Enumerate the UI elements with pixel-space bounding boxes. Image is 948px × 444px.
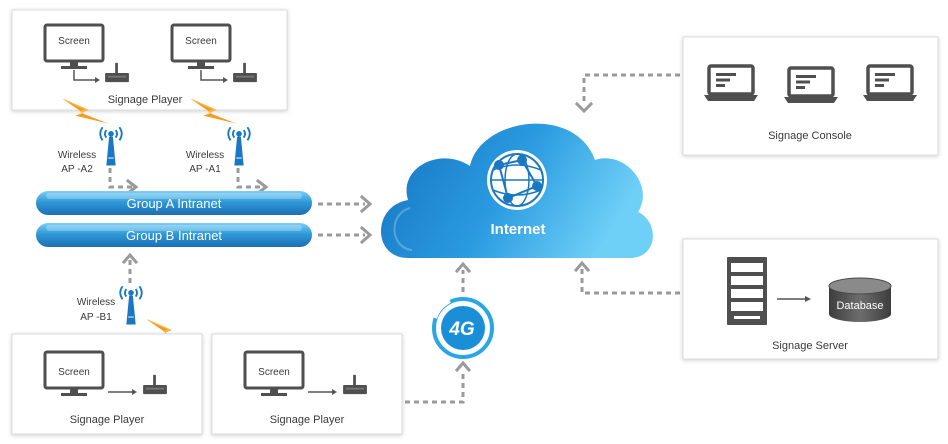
ap-a2-line2: AP -A2 — [61, 164, 93, 175]
ap-b1-line1: Wireless — [77, 297, 115, 308]
top-signage-player-panel: Screen Screen Signage Player — [11, 9, 288, 111]
antenna-icon — [227, 126, 251, 167]
connector-player-to-4g — [405, 370, 465, 404]
arrow-icon — [359, 194, 373, 214]
connector-server-to-internet — [580, 268, 680, 295]
laptop-icon — [703, 64, 759, 102]
connector-ap-a2 — [108, 168, 132, 189]
arrow-icon — [121, 252, 139, 265]
server-rack-icon — [727, 257, 767, 325]
arrow-icon — [359, 225, 373, 245]
signage-server-label: Signage Server — [772, 340, 848, 352]
screen-icon — [170, 23, 232, 71]
screen-label: Screen — [258, 367, 290, 378]
group-a-intranet-bar: Group A Intranet — [36, 191, 312, 215]
ap-a1-line1: Wireless — [186, 150, 224, 161]
screen-label: Screen — [58, 367, 90, 378]
bottom-right-signage-player-panel: Screen Signage Player — [211, 333, 403, 435]
antenna-icon — [99, 126, 123, 167]
screen-label: Screen — [58, 36, 90, 47]
ap-a1-line2: AP -A1 — [189, 164, 221, 175]
signage-console-panel: Signage Console — [682, 36, 939, 156]
signage-player-label: Signage Player — [108, 94, 183, 106]
arrow-icon — [454, 360, 472, 373]
signage-player-label: Signage Player — [270, 414, 345, 426]
group-b-intranet-label: Group B Intranet — [126, 228, 222, 243]
group-b-intranet-bar: Group B Intranet — [36, 223, 312, 247]
group-a-intranet-label: Group A Intranet — [127, 196, 222, 211]
signage-server-panel: Database Signage Server — [682, 238, 939, 360]
arrow-icon — [574, 101, 594, 114]
internet-label: Internet — [490, 221, 545, 238]
4g-badge: 4G — [432, 297, 494, 359]
ap-a2-line1: Wireless — [58, 150, 96, 161]
signage-player-label: Signage Player — [70, 414, 145, 426]
globe-icon — [487, 150, 547, 210]
database-icon: Database — [828, 277, 892, 322]
ap-b1-line2: AP -B1 — [80, 312, 112, 323]
laptop-icon — [862, 64, 918, 102]
arrow-icon — [573, 260, 591, 273]
database-label: Database — [836, 300, 883, 312]
laptop-icon — [783, 66, 839, 104]
internet-cloud: Internet — [381, 123, 653, 258]
bottom-left-signage-player-panel: Screen Signage Player — [11, 333, 203, 435]
signage-console-label: Signage Console — [768, 130, 852, 142]
connector-console-to-internet — [582, 73, 680, 103]
arrow-icon — [454, 261, 472, 274]
connectors — [108, 73, 680, 404]
screen-icon — [43, 23, 105, 71]
connector-ap-a1 — [236, 168, 262, 189]
antenna-icon — [119, 285, 143, 326]
4g-label: 4G — [448, 319, 475, 340]
screen-label: Screen — [185, 36, 217, 47]
